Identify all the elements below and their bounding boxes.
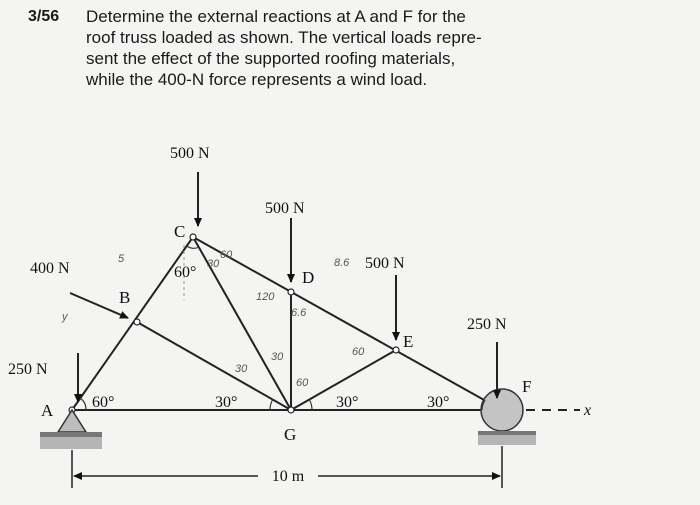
handwritten-note-60-e: 60 xyxy=(352,346,365,358)
handwritten-note-60-c: 60 xyxy=(220,249,233,261)
label-load-c: 500 N xyxy=(170,145,210,162)
label-load-d: 500 N xyxy=(265,200,305,217)
axis-label-x: x xyxy=(583,402,591,419)
angle-label-g-left: 30° xyxy=(215,394,237,411)
member-bg xyxy=(136,321,292,411)
handwritten-note-y: y xyxy=(61,311,69,323)
joint-label-c: C xyxy=(174,222,185,241)
handwritten-note-8-6: 8.6 xyxy=(334,257,350,269)
truss-joints xyxy=(68,233,506,414)
label-load-a: 250 N xyxy=(8,361,48,378)
joint-g xyxy=(287,406,295,414)
member-top-chord-right xyxy=(192,236,503,411)
joint-label-e: E xyxy=(403,332,413,351)
joint-e xyxy=(392,346,400,354)
handwritten-note-30-g: 30 xyxy=(271,351,284,363)
label-load-wind: 400 N xyxy=(30,260,70,277)
span-label: 10 m xyxy=(272,468,305,485)
angle-label-g-right: 30° xyxy=(336,394,358,411)
handwritten-note-60-g: 60 xyxy=(296,377,309,389)
angle-arcs xyxy=(79,245,486,411)
angle-label-f: 30° xyxy=(427,394,449,411)
handwritten-note-120: 120 xyxy=(256,291,275,303)
joint-label-g: G xyxy=(284,425,296,444)
joint-c xyxy=(189,233,197,241)
arc-g-left xyxy=(269,398,274,411)
joint-b xyxy=(133,318,141,326)
handwritten-note-6-6: 6.6 xyxy=(291,307,307,319)
arrow-load-wind xyxy=(69,292,129,319)
arc-g-right xyxy=(308,398,313,411)
handwritten-note-5: 5 xyxy=(118,253,125,265)
problem-text: Determine the external reactions at A an… xyxy=(86,7,482,89)
angle-label-a: 60° xyxy=(92,394,114,411)
pin-support-a xyxy=(40,408,102,449)
truss-members xyxy=(71,236,503,411)
label-load-e: 500 N xyxy=(365,255,405,272)
label-load-f: 250 N xyxy=(467,316,507,333)
member-eg xyxy=(290,349,397,411)
dimension-span: 10 m xyxy=(71,446,503,488)
angle-label-c: 60° xyxy=(174,264,196,281)
joint-label-f: F xyxy=(522,377,531,396)
arc-a xyxy=(79,397,87,411)
joint-label-b: B xyxy=(119,288,130,307)
joint-label-d: D xyxy=(302,268,314,287)
problem-number: 3/56 xyxy=(28,8,60,25)
member-cg xyxy=(192,236,292,411)
handwritten-note-30-cg: 30 xyxy=(235,363,248,375)
joint-label-a: A xyxy=(41,401,54,420)
load-arrows xyxy=(69,172,501,403)
joint-d xyxy=(287,288,295,296)
arc-c xyxy=(186,245,200,249)
handwritten-note-30: 30 xyxy=(207,258,220,270)
member-top-chord-left xyxy=(71,236,194,411)
roller-support-f xyxy=(478,388,536,445)
arc-f xyxy=(481,399,486,411)
